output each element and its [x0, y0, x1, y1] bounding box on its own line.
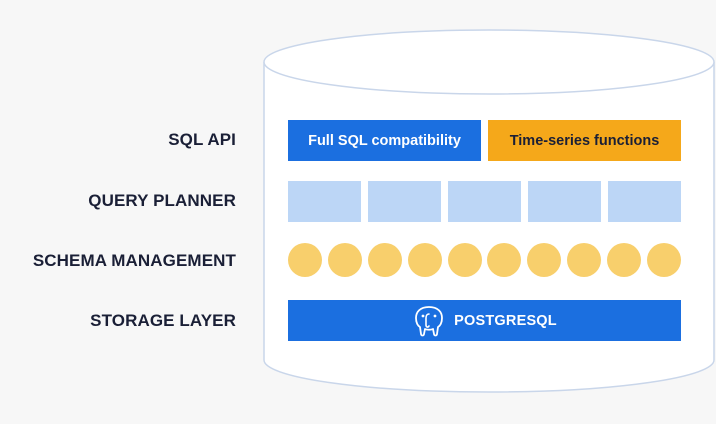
query-planner-cell: [448, 181, 521, 222]
schema-management-dot: [527, 243, 562, 277]
schema-management-dot: [407, 243, 442, 277]
schema-management-dot: [567, 243, 602, 277]
schema-management-dot: [487, 243, 522, 277]
schema-management-dot: [607, 243, 642, 277]
cylinder-body: [263, 62, 715, 393]
full-sql-compatibility-box: Full SQL compatibility: [288, 120, 481, 161]
postgresql-elephant-icon: [415, 305, 444, 336]
schema-management-dot: [288, 243, 322, 277]
query-planner-cell: [608, 181, 681, 222]
time-series-functions-box: Time-series functions: [488, 120, 681, 161]
label-query-planner: QUERY PLANNER: [88, 191, 236, 210]
schema-management-dot: [327, 243, 362, 277]
label-schema-management: SCHEMA MANAGEMENT: [32, 251, 236, 270]
cylinder-top: [263, 29, 715, 95]
postgresql-storage-bar: POSTGRESQL: [288, 300, 681, 341]
schema-management-dot: [647, 243, 681, 277]
label-sql-api: SQL API: [168, 130, 236, 149]
schema-management-dot: [367, 243, 402, 277]
label-storage-layer: STORAGE LAYER: [90, 311, 236, 330]
schema-management-dot: [447, 243, 482, 277]
query-planner-cell: [528, 181, 601, 222]
query-planner-cell: [368, 181, 441, 222]
query-planner-cell: [288, 181, 361, 222]
postgresql-label: POSTGRESQL: [454, 312, 557, 329]
